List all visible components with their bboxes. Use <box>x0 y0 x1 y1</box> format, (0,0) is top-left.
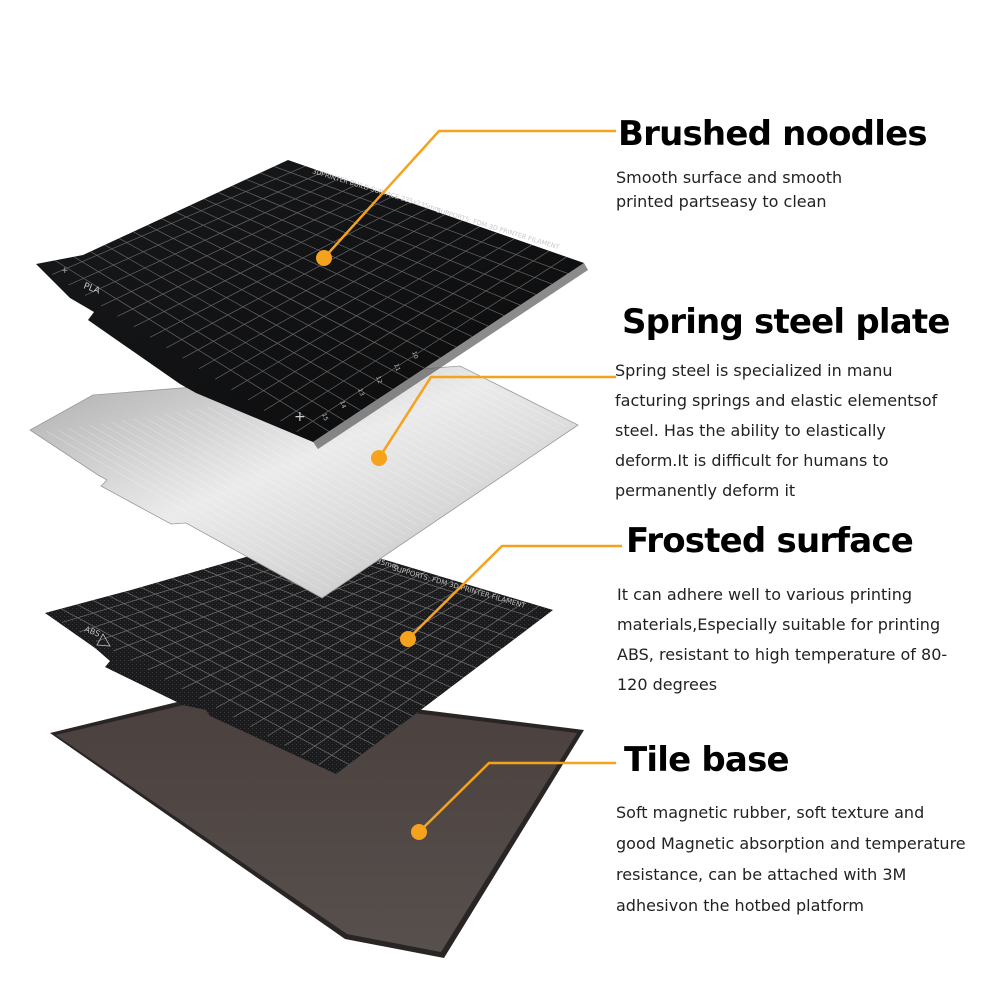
callout-dot <box>316 250 332 266</box>
desc-line: printed partseasy to clean <box>616 192 827 211</box>
plus-mark-icon: + <box>294 409 306 425</box>
warning-triangle-icon <box>96 633 111 647</box>
ruler-number: 14 <box>338 400 347 410</box>
callout-dot <box>400 631 416 647</box>
callout-frosted <box>400 544 622 647</box>
desc-line: good Magnetic absorption and temperature <box>616 834 966 853</box>
plus-mark-icon: + <box>61 266 69 276</box>
desc-line: Spring steel is specialized in manu <box>615 361 893 380</box>
desc-line: permanently deform it <box>615 481 796 500</box>
ruler-number: 12 <box>374 375 383 385</box>
section-desc-brushed: Smooth surface and smooth printed partse… <box>616 166 842 214</box>
section-title-frosted: Frosted surface <box>626 521 914 561</box>
desc-line: steel. Has the ability to elastically <box>615 421 886 440</box>
desc-line: adhesivon the hotbed platform <box>616 896 864 915</box>
section-desc-frosted: It can adhere well to various printing m… <box>617 580 947 700</box>
spring-steel-plate <box>29 365 579 599</box>
ruler-number: 15 <box>320 412 329 422</box>
ruler-number: 11 <box>392 363 401 373</box>
section-title-brushed: Brushed noodles <box>618 114 928 154</box>
callout-tile <box>411 761 616 840</box>
desc-line: Smooth surface and smooth <box>616 168 843 187</box>
callout-steel <box>371 375 616 466</box>
desc-line: 120 degrees <box>617 675 718 694</box>
desc-line: facturing springs and elastic elementsof <box>615 391 938 410</box>
ruler-number: 13 <box>356 387 365 397</box>
ruler-number: 10 <box>410 350 419 360</box>
desc-line: ABS, resistant to high temperature of 80… <box>617 645 948 664</box>
section-title-steel: Spring steel plate <box>622 302 950 342</box>
section-desc-steel: Spring steel is specialized in manu fact… <box>615 356 937 506</box>
callout-brushed <box>316 129 616 266</box>
desc-line: It can adhere well to various printing <box>617 585 913 604</box>
callout-dot <box>371 450 387 466</box>
desc-line: deform.It is difficult for humans to <box>615 451 889 470</box>
callout-dot <box>411 824 427 840</box>
desc-line: materials,Especially suitable for printi… <box>617 615 941 634</box>
desc-line: Soft magnetic rubber, soft texture and <box>616 803 925 822</box>
section-desc-tile: Soft magnetic rubber, soft texture and g… <box>616 797 966 921</box>
desc-line: resistance, can be attached with 3M <box>616 865 907 884</box>
section-title-tile: Tile base <box>624 740 790 780</box>
